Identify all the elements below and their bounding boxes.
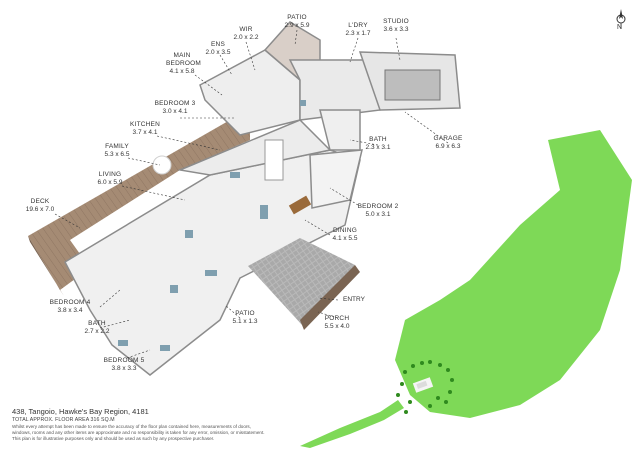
room-dims: 5.3 x 6.5 — [104, 151, 130, 158]
room-label-patio-top: PATIO 2.9 x 5.9 — [285, 14, 310, 30]
property-address: 438, Tangoio, Hawke's Bay Region, 4181 — [12, 407, 149, 416]
room-name: GARAGE — [433, 135, 463, 142]
room-label-porch: PORCH 5.5 x 4.0 — [325, 315, 350, 331]
room-name: PORCH — [324, 315, 350, 322]
room-label-family: FAMILY 5.3 x 6.5 — [105, 143, 130, 159]
room-dims: 5.5 x 4.0 — [324, 323, 350, 330]
room-label-studio: STUDIO 3.6 x 3.3 — [383, 18, 409, 34]
room-name: FAMILY — [105, 143, 129, 150]
room-name: WIR — [239, 26, 253, 33]
room-name: PATIO — [287, 14, 307, 21]
room-name: ENS — [211, 41, 225, 48]
room-dims: 3.8 x 3.4 — [57, 307, 83, 314]
room-dims: 6.9 x 6.3 — [435, 143, 461, 150]
room-label-garage: GARAGE 6.9 x 6.3 — [433, 135, 462, 151]
room-name: BEDROOM 5 — [103, 357, 145, 364]
room-dims: 3.0 x 4.1 — [162, 108, 188, 115]
room-name: BATH — [88, 320, 106, 327]
room-label-bedroom4: BEDROOM 4 3.8 x 3.4 — [50, 299, 91, 315]
disclaimer-line-2: windows, rooms and any other items are a… — [12, 430, 265, 435]
room-label-main-bedroom: MAIN BEDROOM 4.1 x 5.8 — [166, 52, 201, 76]
room-label-patio-bottom: PATIO 5.1 x 1.3 — [233, 310, 258, 326]
room-label-deck: DECK 19.6 x 7.0 — [26, 198, 55, 214]
room-label-bath-right: BATH 2.3 x 3.1 — [366, 136, 391, 152]
room-label-ldry: L'DRY 2.3 x 1.7 — [346, 22, 371, 38]
room-name: DECK — [30, 198, 50, 205]
room-dims: 2.9 x 5.9 — [284, 22, 310, 29]
room-dims: 19.6 x 7.0 — [25, 206, 55, 213]
disclaimer-line-3: This plan is for illustrative purposes o… — [12, 436, 215, 441]
site-map — [300, 130, 632, 448]
house-floors — [64, 21, 461, 376]
total-floor-area: TOTAL APPROX. FLOOR AREA 316 SQ.M — [12, 417, 115, 423]
room-dims: 2.0 x 2.2 — [233, 34, 259, 41]
room-dims: 2.7 x 2.2 — [84, 328, 110, 335]
north-arrow-icon — [616, 9, 626, 29]
room-label-living: LIVING 6.0 x 5.9 — [98, 171, 123, 187]
room-label-wir: WIR 2.0 x 2.2 — [234, 26, 259, 42]
room-name: BEDROOM 3 — [154, 100, 196, 107]
room-dims: 6.0 x 5.9 — [97, 179, 123, 186]
room-name: BATH — [369, 136, 387, 143]
room-dims: 4.1 x 5.8 — [169, 68, 195, 75]
room-name: BEDROOM 4 — [49, 299, 91, 306]
room-dims: 2.0 x 3.5 — [205, 49, 231, 56]
room-dims: 5.1 x 1.3 — [232, 318, 258, 325]
room-label-bedroom5: BEDROOM 5 3.8 x 3.3 — [104, 357, 145, 373]
room-dims: 3.8 x 3.3 — [111, 365, 137, 372]
room-label-ens: ENS 2.0 x 3.5 — [206, 41, 231, 57]
room-label-bedroom3: BEDROOM 3 3.0 x 4.1 — [155, 100, 196, 116]
room-label-dining: DINING 4.1 x 5.5 — [333, 227, 358, 243]
room-dims: 3.7 x 4.1 — [132, 129, 158, 136]
room-name: KITCHEN — [130, 121, 160, 128]
disclaimer-line-1: Whilst every attempt has been made to en… — [12, 424, 252, 429]
room-name: STUDIO — [383, 18, 409, 25]
room-name: LIVING — [98, 171, 122, 178]
room-dims: 2.3 x 3.1 — [365, 144, 391, 151]
room-name: BEDROOM 2 — [357, 203, 399, 210]
room-name: DINING — [333, 227, 357, 234]
room-name: PATIO — [235, 310, 255, 317]
room-label-bath-left: BATH 2.7 x 2.2 — [85, 320, 110, 336]
room-label-bedroom2: BEDROOM 2 5.0 x 3.1 — [358, 203, 399, 219]
room-dims: 3.6 x 3.3 — [383, 26, 409, 33]
room-dims: 4.1 x 5.5 — [332, 235, 358, 242]
room-name: MAIN BEDROOM — [166, 52, 201, 67]
room-name: L'DRY — [348, 22, 368, 29]
room-label-entry: ENTRY — [343, 296, 365, 303]
room-dims: 2.3 x 1.7 — [345, 30, 371, 37]
room-label-kitchen: KITCHEN 3.7 x 4.1 — [130, 121, 160, 137]
room-dims: 5.0 x 3.1 — [365, 211, 391, 218]
compass-letter: N — [617, 24, 623, 31]
